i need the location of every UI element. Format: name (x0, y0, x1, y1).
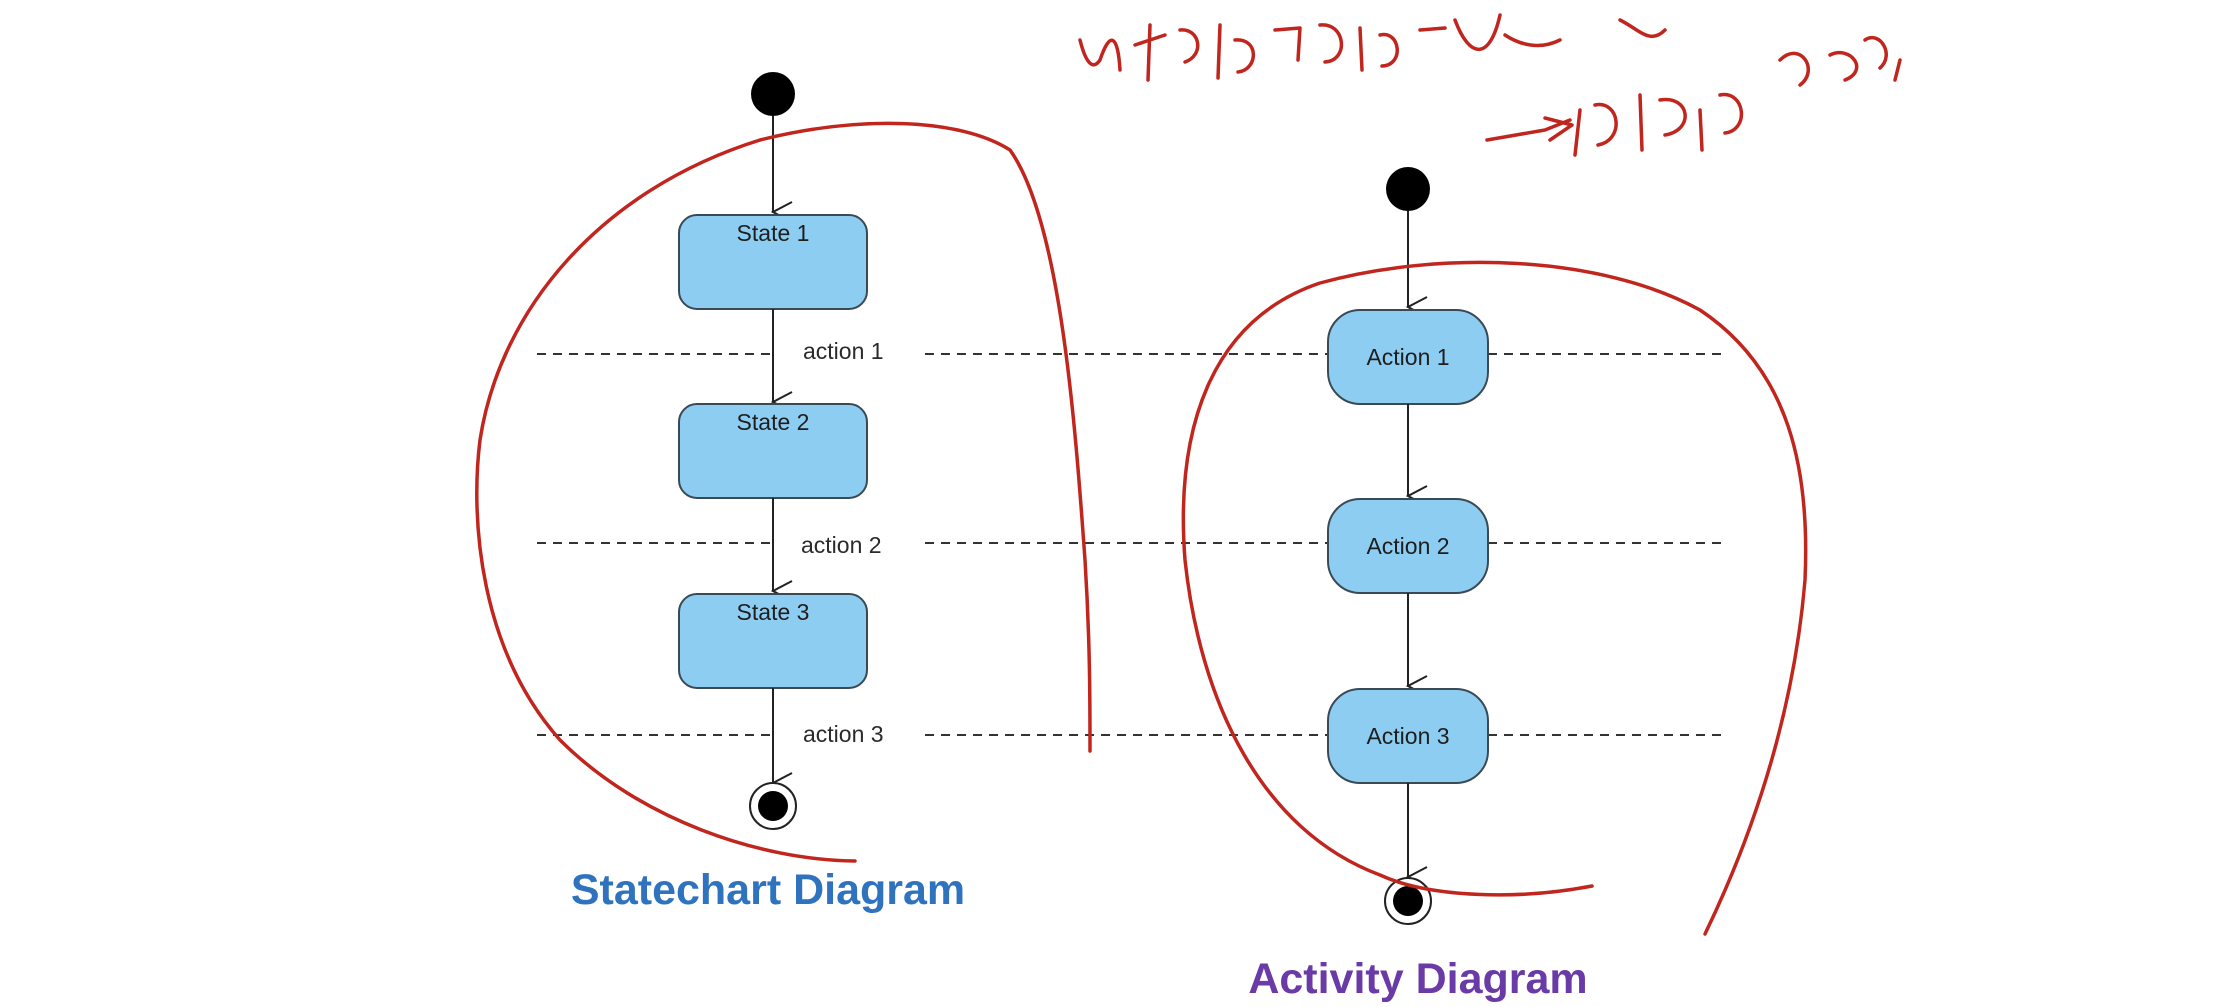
state-label-2: State 2 (737, 409, 810, 435)
transition-label-1: action 1 (803, 338, 884, 364)
statechart-initial-node (751, 72, 795, 116)
annotation-loop-activity (1181, 260, 1808, 936)
transition-label-3: action 3 (803, 721, 884, 747)
statechart-final-node (749, 782, 797, 830)
action-label-3: Action 3 (1366, 723, 1449, 749)
activity-final-node (1384, 877, 1432, 925)
activity-initial-node (1386, 167, 1430, 211)
dashed-separators (537, 353, 1722, 736)
activity-diagram: Action 1 Action 2 Action 3 Activity Diag… (1248, 167, 1588, 1003)
action-label-1: Action 1 (1366, 344, 1449, 370)
statechart-diagram: State 1 action 1 State 2 action 2 State … (571, 72, 965, 914)
annotation-loop-statechart (475, 121, 1092, 863)
statechart-title: Statechart Diagram (571, 866, 965, 914)
transition-label-2: action 2 (801, 532, 882, 558)
action-label-2: Action 2 (1366, 533, 1449, 559)
annotation-scribble-line1 (1078, 13, 1667, 82)
activity-title: Activity Diagram (1248, 955, 1587, 1003)
state-label-3: State 3 (737, 599, 810, 625)
state-label-1: State 1 (737, 220, 810, 246)
handwritten-annotations (475, 13, 1902, 936)
annotation-scribble-line2 (1485, 36, 1902, 157)
